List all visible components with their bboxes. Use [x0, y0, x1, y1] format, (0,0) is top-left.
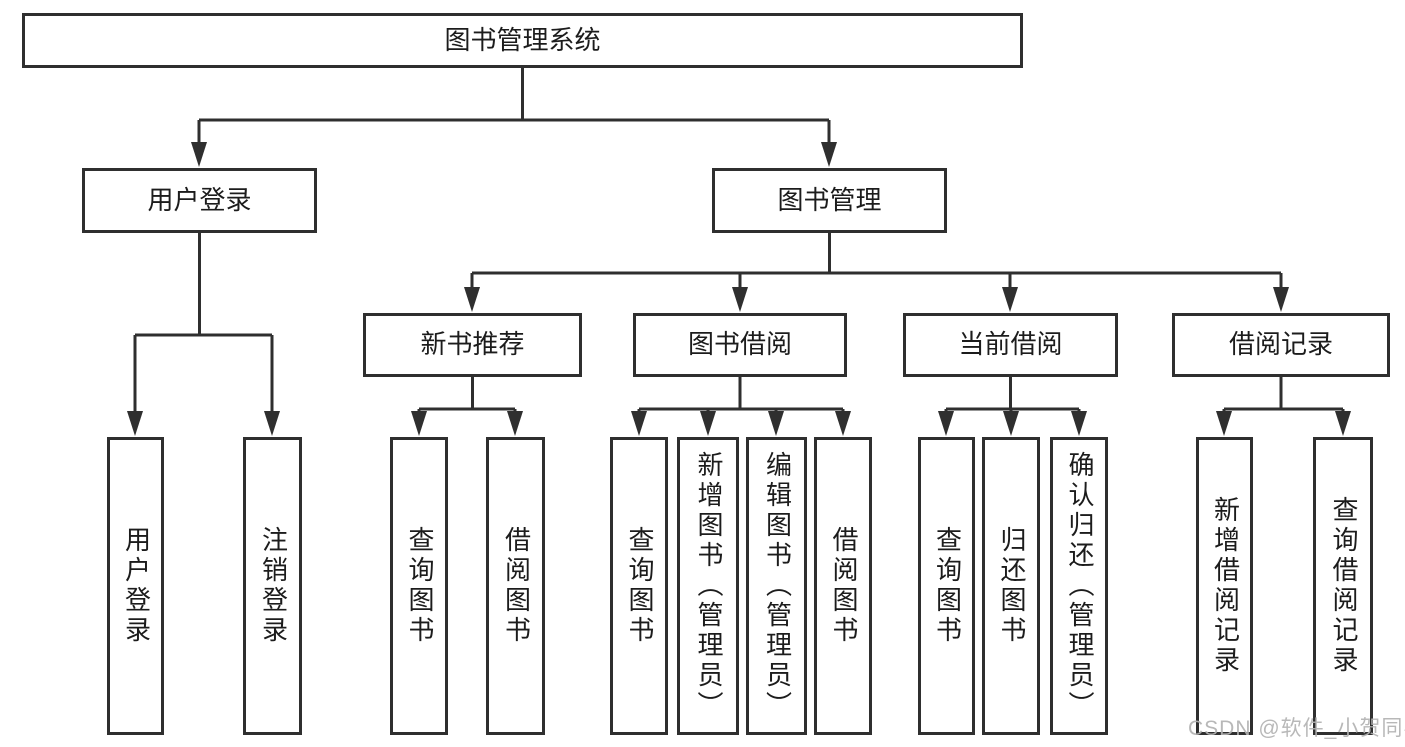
- leaf-return-book: 归还图书: [982, 437, 1040, 735]
- node-book-management: 图书管理: [712, 168, 947, 233]
- node-user-login-label: 用户登录: [147, 184, 252, 215]
- leaf-query-books-borrowing: 查询图书: [610, 437, 668, 735]
- node-book-management-label: 图书管理: [777, 184, 882, 215]
- node-book-borrowing-label: 图书借阅: [687, 329, 792, 360]
- node-user-login: 用户登录: [82, 168, 317, 233]
- leaf-return-book-label: 归还图书: [996, 526, 1027, 646]
- leaf-query-borrow-record: 查询借阅记录: [1313, 437, 1373, 735]
- leaf-add-book-admin: 新增图书（管理员）: [677, 437, 739, 735]
- node-root: 图书管理系统: [22, 13, 1023, 68]
- leaf-logout-label: 注销登录: [258, 526, 289, 646]
- node-new-book-recommend-label: 新书推荐: [420, 329, 525, 360]
- leaf-query-books-borrowing-label: 查询图书: [624, 526, 655, 646]
- leaf-query-borrow-record-label: 查询借阅记录: [1328, 496, 1359, 676]
- node-book-borrowing: 图书借阅: [633, 313, 847, 377]
- leaf-edit-book-admin: 编辑图书（管理员）: [746, 437, 807, 735]
- leaf-edit-book-admin-label: 编辑图书（管理员）: [762, 451, 793, 721]
- leaf-add-borrow-record-label: 新增借阅记录: [1210, 496, 1241, 676]
- leaf-query-books-current-label: 查询图书: [932, 526, 963, 646]
- leaf-borrow-books-borrowing: 借阅图书: [814, 437, 872, 735]
- csdn-watermark: CSDN @软件_小贺同学: [1188, 717, 1405, 740]
- leaf-user-login: 用户登录: [107, 437, 164, 735]
- node-current-borrowing-label: 当前借阅: [958, 329, 1063, 360]
- leaf-borrow-books-recommend-label: 借阅图书: [501, 526, 532, 646]
- leaf-logout: 注销登录: [243, 437, 302, 735]
- node-root-label: 图书管理系统: [444, 24, 601, 55]
- leaf-query-books-recommend-label: 查询图书: [404, 526, 435, 646]
- leaf-confirm-return-admin-label: 确认归还（管理员）: [1064, 451, 1095, 721]
- leaf-borrow-books-recommend: 借阅图书: [486, 437, 545, 735]
- leaf-add-borrow-record: 新增借阅记录: [1196, 437, 1253, 735]
- leaf-add-book-admin-label: 新增图书（管理员）: [693, 451, 724, 721]
- leaf-borrow-books-borrowing-label: 借阅图书: [828, 526, 859, 646]
- node-borrowing-records: 借阅记录: [1172, 313, 1390, 377]
- leaf-query-books-current: 查询图书: [918, 437, 975, 735]
- leaf-user-login-label: 用户登录: [121, 526, 152, 646]
- node-new-book-recommend: 新书推荐: [363, 313, 582, 377]
- leaf-confirm-return-admin: 确认归还（管理员）: [1050, 437, 1108, 735]
- leaf-query-books-recommend: 查询图书: [390, 437, 448, 735]
- node-borrowing-records-label: 借阅记录: [1228, 329, 1333, 360]
- node-current-borrowing: 当前借阅: [903, 313, 1118, 377]
